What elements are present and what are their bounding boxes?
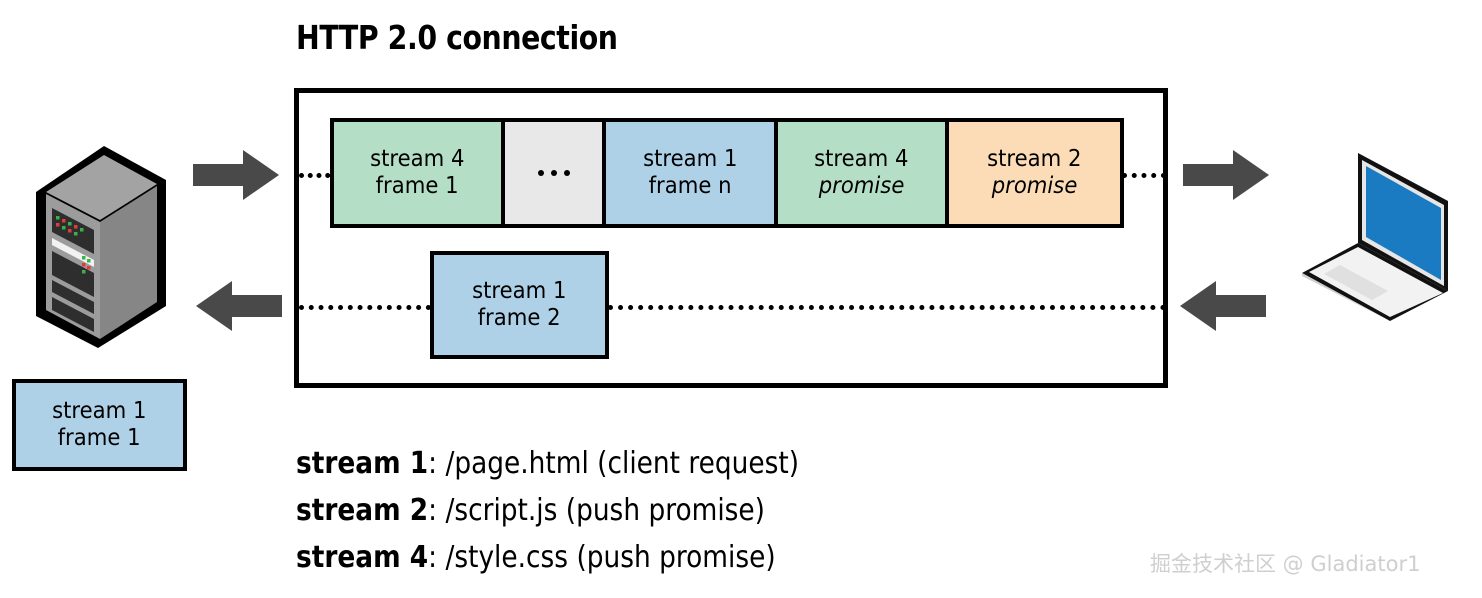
frame-line-2: promise xyxy=(991,173,1078,199)
arrow-connection-to-client xyxy=(1183,150,1269,200)
legend-item-stream2: stream 2: /script.js (push promise) xyxy=(296,487,799,534)
watermark: 掘金技术社区 @ Gladiator1 xyxy=(1150,552,1421,576)
frame-line-2: promise xyxy=(818,173,905,199)
laptop-icon xyxy=(1302,153,1448,321)
frame-line-1: stream 4 xyxy=(370,145,465,172)
arrow-client-to-connection xyxy=(1180,281,1266,331)
frame-line-2: frame 2 xyxy=(478,305,561,331)
legend-stream-label: stream 2 xyxy=(296,493,429,529)
dotted-line-upstream-left xyxy=(299,173,339,178)
legend-stream-label: stream 1 xyxy=(296,446,429,481)
frame-line-1: stream 1 xyxy=(472,277,567,304)
frame-box-stream1-framen[interactable]: stream 1 frame n xyxy=(606,122,778,224)
frame-box-stream2-promise[interactable]: stream 2 promise xyxy=(949,122,1120,224)
frame-line-2: frame 1 xyxy=(376,173,459,199)
dotted-line-downstream-left xyxy=(299,305,431,310)
page-title: HTTP 2.0 connection xyxy=(296,18,618,57)
frame-box-ellipsis[interactable] xyxy=(505,122,606,224)
legend-stream-label: stream 4 xyxy=(296,540,429,576)
legend-stream-detail: : /page.html (client request) xyxy=(428,446,800,481)
legend-item-stream4: stream 4: /style.css (push promise) xyxy=(296,534,799,581)
frame-box-stream1-frame2[interactable]: stream 1 frame 2 xyxy=(430,251,609,359)
server-icon xyxy=(36,146,166,348)
dotted-line-upstream-right xyxy=(1122,173,1166,178)
legend-stream-detail: : /script.js (push promise) xyxy=(428,493,765,529)
legend-item-stream1: stream 1: /page.html (client request) xyxy=(296,440,799,487)
stream-legend: stream 1: /page.html (client request) st… xyxy=(296,440,868,581)
frame-box-standalone-stream1-frame1[interactable]: stream 1 frame 1 xyxy=(12,379,187,471)
upstream-frame-row: stream 4 frame 1 stream 1 frame n stream… xyxy=(330,118,1124,228)
frame-line-1: stream 4 xyxy=(814,145,909,172)
ellipsis-icon xyxy=(537,170,570,176)
frame-line-2: frame n xyxy=(648,173,732,199)
dotted-line-downstream-right xyxy=(608,305,1166,310)
legend-stream-detail: : /style.css (push promise) xyxy=(428,540,776,576)
frame-line-1: stream 1 xyxy=(52,397,147,424)
frame-box-stream4-promise[interactable]: stream 4 promise xyxy=(778,122,949,224)
frame-line-1: stream 2 xyxy=(987,145,1082,172)
frame-line-1: stream 1 xyxy=(642,145,738,172)
frame-line-2: frame 1 xyxy=(58,425,141,451)
frame-box-stream4-frame1[interactable]: stream 4 frame 1 xyxy=(334,122,505,224)
arrow-server-to-connection xyxy=(193,150,279,200)
arrow-connection-to-server xyxy=(196,281,282,331)
